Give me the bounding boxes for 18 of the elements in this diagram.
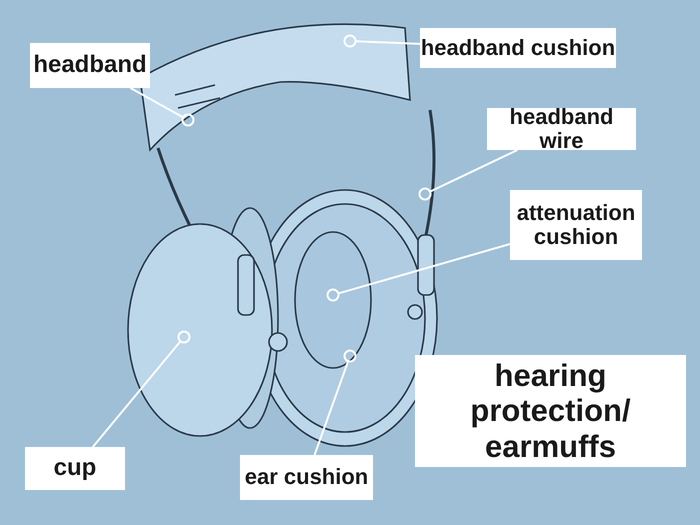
part-label: attenuation cushion <box>516 200 636 250</box>
leader-line <box>130 87 184 118</box>
leader-line <box>338 243 510 294</box>
leader-line <box>430 149 518 192</box>
target-dot <box>343 34 357 48</box>
part-label: headband wire <box>508 104 614 154</box>
part-label: cup <box>54 455 96 482</box>
leader-line <box>92 340 181 448</box>
target-dot <box>326 288 340 302</box>
target-dot <box>343 349 357 363</box>
target-dot <box>177 330 191 344</box>
leader-line <box>356 40 420 45</box>
part-label: headband cushion <box>420 36 616 60</box>
part-label: ear cushion <box>244 465 368 490</box>
target-dot <box>418 187 432 201</box>
diagram-title: hearing protection/ earmuffs <box>415 355 686 467</box>
part-label: headband <box>33 52 147 79</box>
target-dot <box>181 113 195 127</box>
